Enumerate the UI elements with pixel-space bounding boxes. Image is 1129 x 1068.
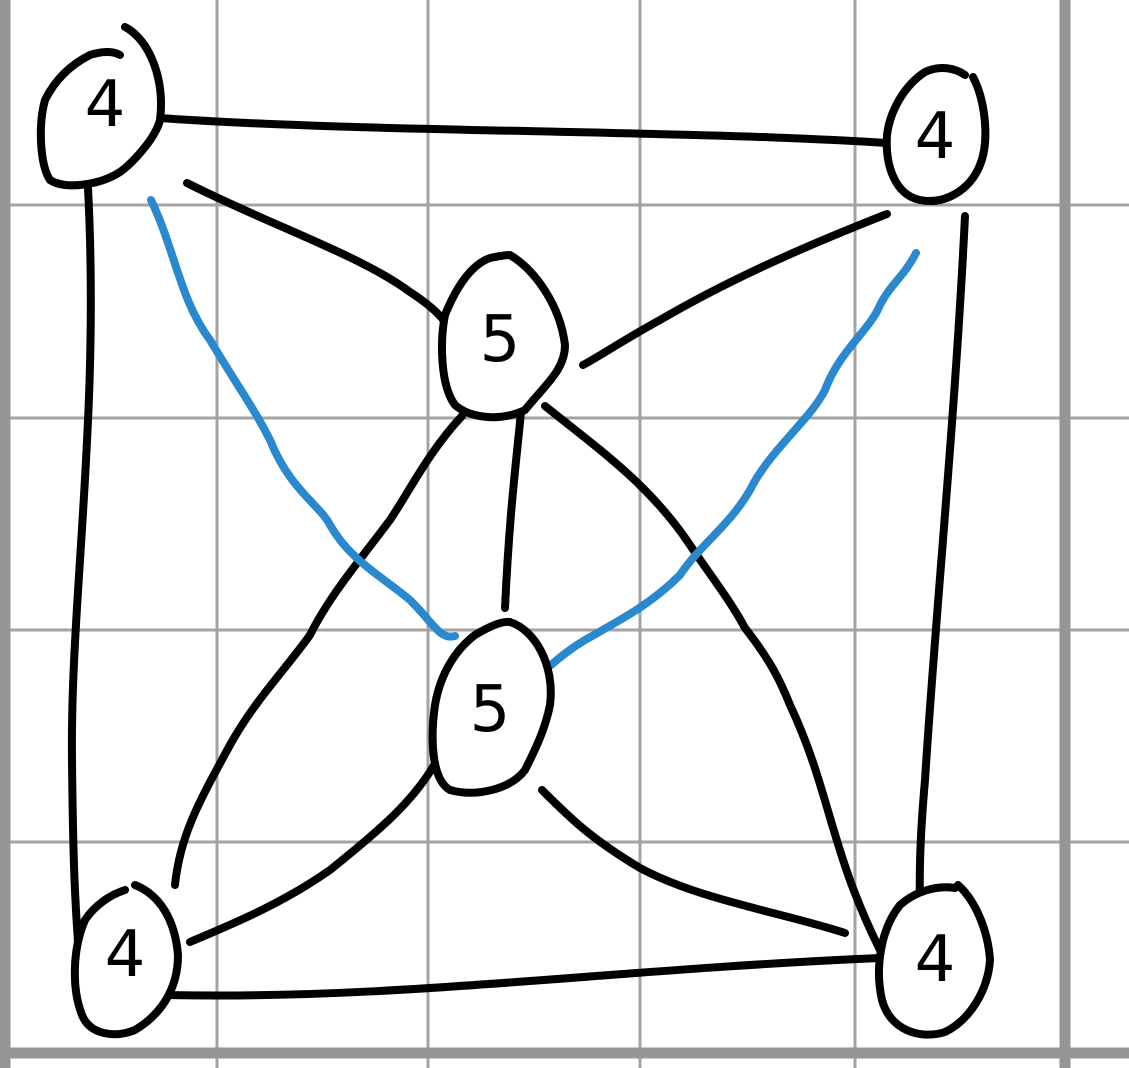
node-label: 5 xyxy=(480,303,521,377)
edge-center-upper-to-bottom-right xyxy=(541,402,884,954)
node-label: 4 xyxy=(915,923,956,997)
edge-bottom-left-to-bottom-right xyxy=(161,954,884,1000)
node-outline xyxy=(36,23,165,190)
edge-top-right-to-bottom-right xyxy=(915,212,969,924)
node-outline xyxy=(428,617,555,797)
edge-top-right-to-center-upper xyxy=(579,210,891,369)
node-label: 4 xyxy=(85,68,126,142)
node-top-right: 4 xyxy=(882,64,990,205)
node-label: 4 xyxy=(105,918,146,992)
edge-top-left-to-bottom-left xyxy=(67,184,95,946)
node-top-left: 4 xyxy=(36,23,165,190)
edge-top-left-to-top-right xyxy=(156,114,979,154)
blue-edge-top-left-to-center-lower xyxy=(147,196,459,641)
node-outline xyxy=(438,251,569,422)
node-center-lower: 5 xyxy=(428,617,555,797)
edge-center-upper-to-center-lower xyxy=(501,396,526,612)
node-bottom-right: 4 xyxy=(875,881,994,1039)
edge-center-lower-to-bottom-left xyxy=(186,756,441,946)
edge-center-upper-to-bottom-left xyxy=(171,412,466,889)
edge-center-lower-to-bottom-right xyxy=(538,786,849,937)
blue-edge-top-right-to-center-lower xyxy=(541,249,920,674)
node-outline xyxy=(875,881,994,1039)
node-label: 5 xyxy=(470,673,511,747)
node-outline xyxy=(882,64,990,205)
node-label: 4 xyxy=(915,100,956,174)
highlighted-edges xyxy=(147,196,920,674)
edges xyxy=(67,114,979,1000)
edge-top-left-to-center-upper xyxy=(183,179,449,326)
node-bottom-left: 4 xyxy=(70,881,182,1039)
node-outline xyxy=(70,881,182,1039)
node-center-upper: 5 xyxy=(438,251,569,422)
